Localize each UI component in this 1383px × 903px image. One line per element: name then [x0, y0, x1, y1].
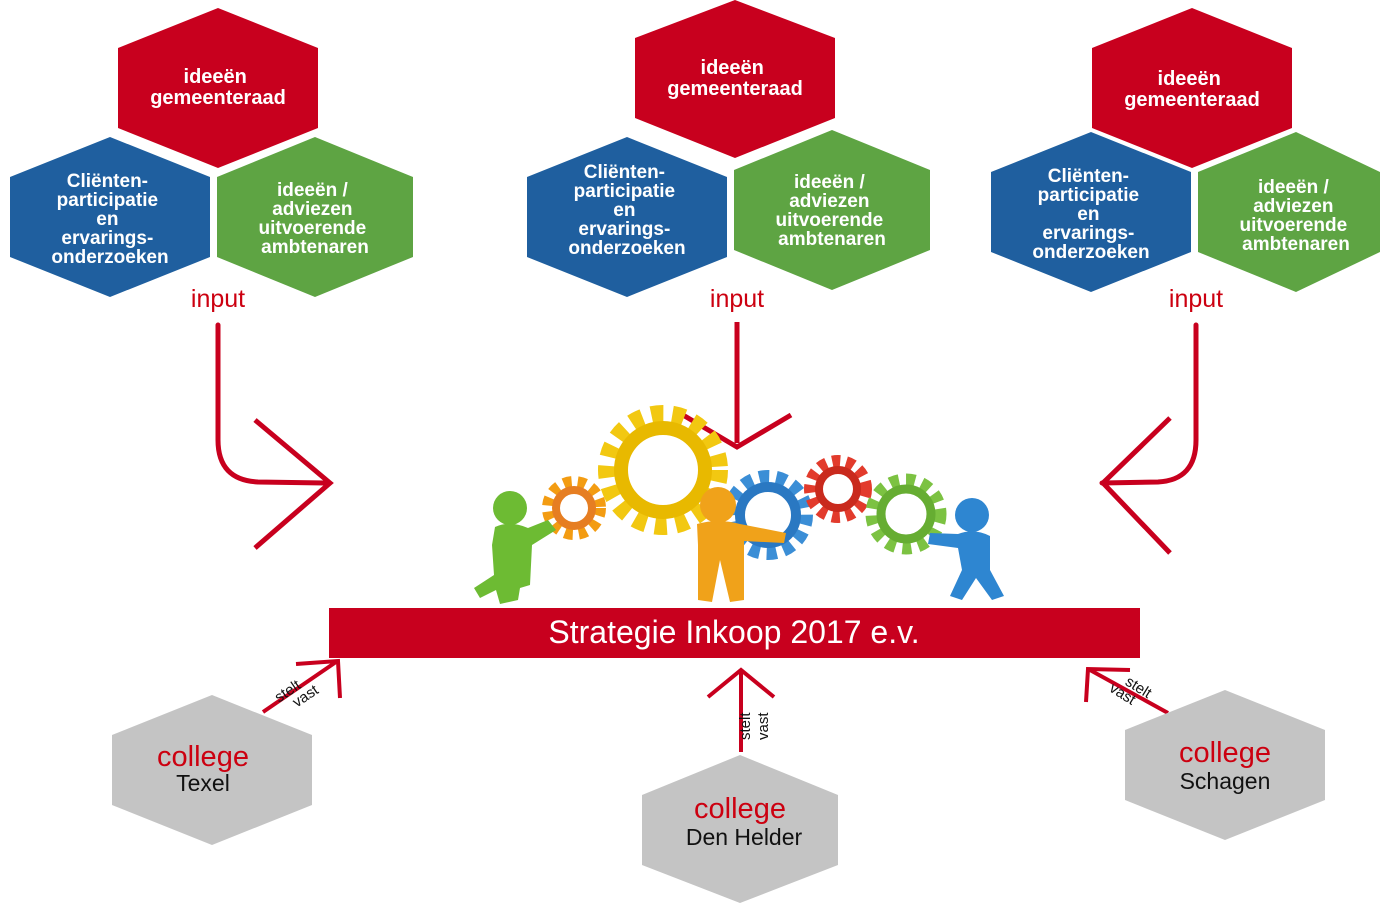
hex-college-schagen [1125, 690, 1325, 840]
den-helder-arrow-label: stelt vast [737, 708, 772, 740]
hex-ideas-council-2-text: ideeën gemeenteraad [667, 57, 803, 100]
hex-client-participation-1-text: Cliënten- participatie en ervarings- ond… [51, 171, 168, 268]
college-schagen-name: Schagen [1180, 768, 1271, 794]
schagen-arrowhead [1084, 666, 1131, 703]
people-with-gears-icon [474, 405, 1004, 604]
strategy-banner [329, 608, 1140, 658]
college-texel: stelt vast college Texel [112, 658, 342, 845]
hex-college-texel [112, 695, 312, 845]
hex-civil-servants-2-text: ideeën / adviezen uitvoerende ambtenaren [776, 172, 889, 250]
input-label-3: input [1169, 285, 1223, 313]
texel-arrow-line [261, 660, 338, 714]
blue-person-icon [928, 498, 1004, 600]
college-schagen-title: college [1179, 737, 1271, 769]
input-label-1: input [191, 285, 245, 313]
hex-civil-servants-3 [1198, 132, 1380, 292]
cluster-2: ideeën gemeenteraad Cliënten- participat… [527, 0, 930, 450]
red-gear-icon [804, 455, 872, 523]
college-texel-name: Texel [176, 770, 230, 796]
college-den-helder: stelt vast college Den Helder [642, 667, 838, 903]
hex-client-participation-3-text: Cliënten- participatie en ervarings- ond… [1032, 166, 1149, 263]
cluster-1: ideeën gemeenteraad Cliënten- participat… [10, 8, 413, 550]
schagen-arrow-label: stelt vast [1106, 668, 1158, 716]
college-schagen: stelt vast college Schagen [1084, 666, 1325, 840]
hex-ideas-council-3 [1092, 8, 1292, 168]
input-arrowhead-3 [1099, 416, 1172, 555]
orange-person-icon [697, 487, 786, 602]
hex-civil-servants-1 [217, 137, 413, 297]
schagen-arrow-line [1089, 668, 1169, 715]
input-arrow-3 [1099, 322, 1199, 486]
hex-client-participation-3 [991, 132, 1191, 292]
hex-ideas-council-2 [635, 0, 835, 158]
input-arrow-1 [215, 322, 328, 486]
hex-client-participation-2 [527, 137, 727, 297]
hex-ideas-council-3-text: ideeën gemeenteraad [1124, 68, 1260, 111]
hex-client-participation-2-text: Cliënten- participatie en ervarings- ond… [568, 162, 685, 259]
texel-arrowhead [295, 658, 342, 699]
cluster-3: ideeën gemeenteraad Cliënten- participat… [991, 8, 1380, 555]
hex-civil-servants-3-text: ideeën / adviezen uitvoerende ambtenaren [1240, 177, 1353, 255]
hex-ideas-council-1 [118, 8, 318, 168]
yellow-gear-icon [598, 405, 728, 535]
hex-ideas-council-1-text: ideeën gemeenteraad [150, 66, 286, 109]
den-helder-arrowhead [706, 667, 776, 699]
input-label-2: input [710, 285, 764, 313]
college-texel-title: college [157, 741, 249, 773]
hex-client-participation-1 [10, 137, 210, 297]
hex-civil-servants-1-text: ideeën / adviezen uitvoerende ambtenaren [259, 180, 372, 258]
college-den-helder-name: Den Helder [686, 824, 803, 850]
hex-civil-servants-2 [734, 130, 930, 290]
hex-college-den-helder [642, 755, 838, 903]
college-den-helder-title: college [694, 793, 786, 825]
strategy-banner-title: Strategie Inkoop 2017 e.v. [548, 614, 919, 650]
green-gear-icon [865, 473, 947, 555]
green-person-icon [474, 491, 556, 604]
orange-gear-icon [542, 476, 606, 540]
input-arrowhead-1 [253, 418, 334, 550]
